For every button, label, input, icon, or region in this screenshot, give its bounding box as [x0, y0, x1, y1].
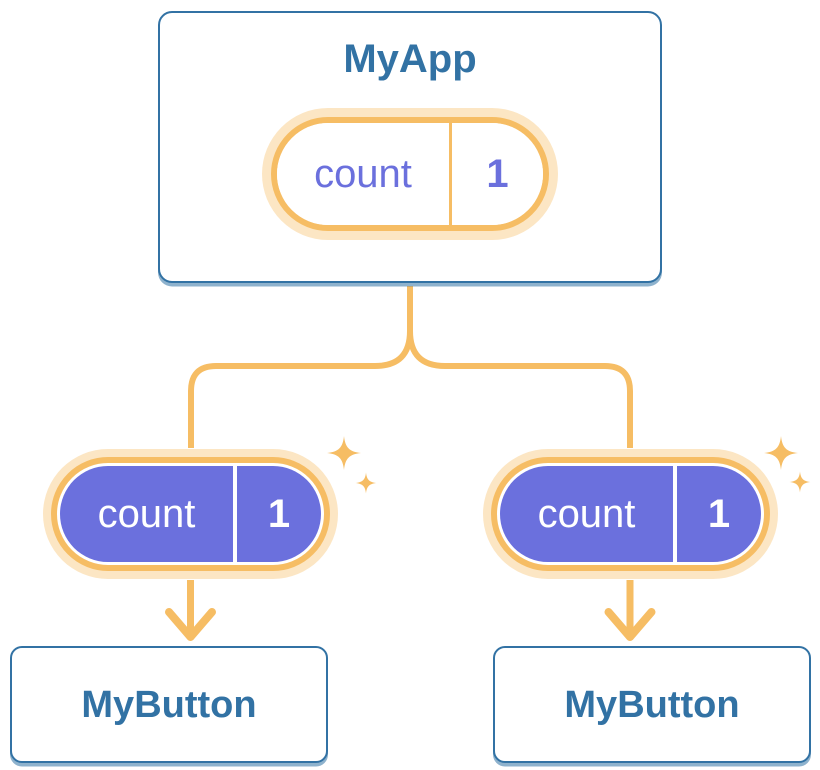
- state-value-label: 1: [233, 466, 321, 562]
- state-value-label: 1: [673, 466, 761, 562]
- state-pill-halo: count 1: [483, 449, 778, 579]
- state-pill-ring: count 1: [271, 117, 549, 231]
- state-value-label: 1: [449, 123, 543, 225]
- root-component-title: MyApp: [343, 37, 477, 81]
- state-pill-ring: count 1: [491, 457, 770, 571]
- state-pill-halo: count 1: [262, 108, 558, 240]
- root-component-card: MyApp count 1: [158, 11, 662, 283]
- child-component-title: MyButton: [81, 683, 257, 726]
- state-pill-ring: count 1: [51, 457, 330, 571]
- state-pill-halo: count 1: [43, 449, 338, 579]
- child-component-card-right: MyButton: [493, 646, 811, 763]
- child-state-pill-left: count 1: [43, 449, 338, 579]
- tree-connector-lines: [188, 286, 633, 448]
- child-component-title: MyButton: [564, 683, 740, 726]
- arrow-down-icon: [165, 580, 216, 641]
- root-state-pill: count 1: [262, 108, 558, 240]
- state-name-label: count: [97, 492, 196, 536]
- state-name-label: count: [314, 152, 412, 196]
- arrow-down-icon: [604, 580, 656, 641]
- child-component-card-left: MyButton: [10, 646, 328, 763]
- child-state-pill-right: count 1: [483, 449, 778, 579]
- state-name-label: count: [537, 492, 636, 536]
